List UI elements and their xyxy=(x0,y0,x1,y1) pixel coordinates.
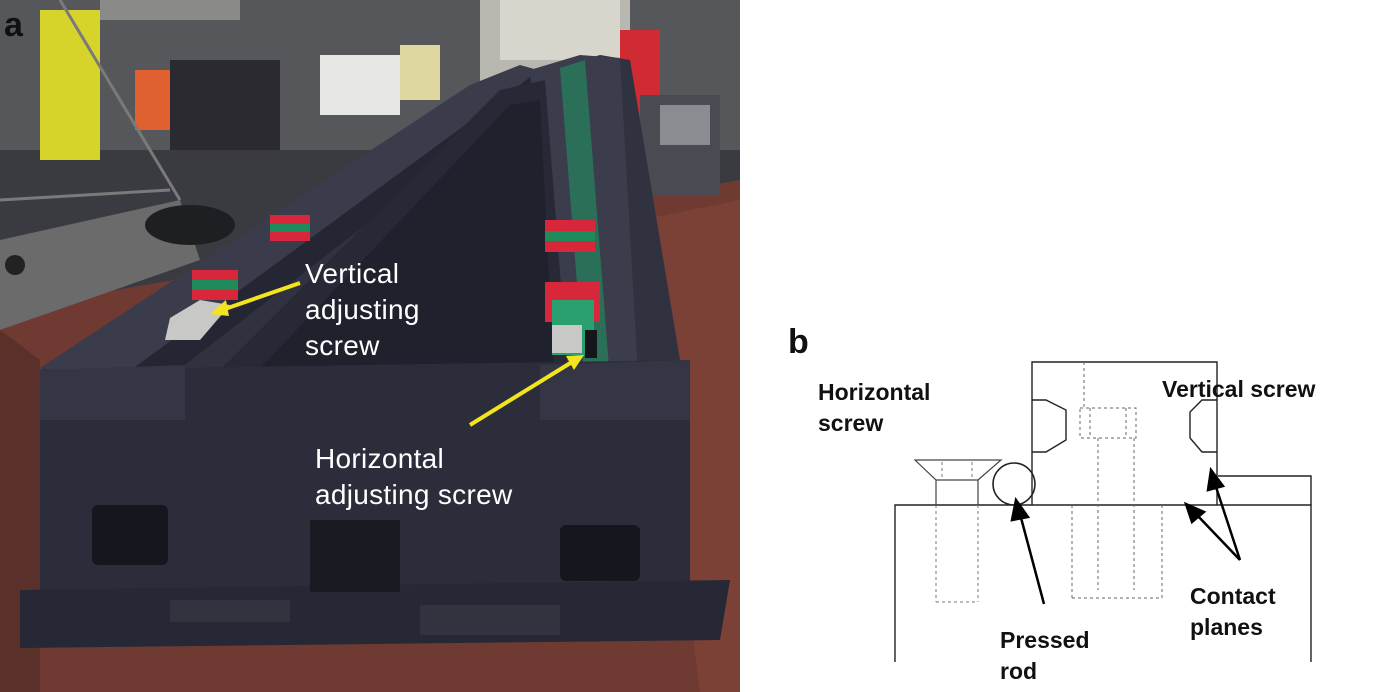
machine-bed-illustration xyxy=(0,0,740,692)
vertical-adjusting-screw-label: Vertical adjusting screw xyxy=(305,258,420,361)
base-outline xyxy=(894,504,1312,662)
horizontal-screw-hidden-lines xyxy=(935,462,979,603)
pressed-rod-circle xyxy=(992,462,1036,506)
contact-planes-label: Contact planes xyxy=(1190,583,1276,640)
horizontal-adjusting-screw-label: Horizontal adjusting screw xyxy=(315,443,513,510)
horizontal-screw xyxy=(913,459,1003,505)
panel-a-letter: a xyxy=(4,6,23,44)
panel-b-letter: b xyxy=(788,323,809,361)
pressed-rod-arrow xyxy=(1018,513,1046,605)
pressed-rod-label: Pressed rod xyxy=(1000,627,1090,684)
vertical-screw-label: Vertical screw xyxy=(1162,376,1316,402)
vertical-screw-hidden-lines xyxy=(1071,362,1163,599)
horizontal-screw-label: Horizontal screw xyxy=(818,379,931,436)
contact-plane-arrow-1 xyxy=(1195,513,1241,561)
upper-block-outline xyxy=(1031,361,1218,505)
horizontal-screw-pointer-arrow xyxy=(468,360,574,427)
contact-plane-arrow-2 xyxy=(1213,483,1242,561)
screw-arrangement-drawing: b Horizontal screw Vertical screw Presse… xyxy=(740,0,1384,692)
vertical-screw-pointer-arrow xyxy=(221,281,301,312)
cross-section-diagram xyxy=(894,361,1312,662)
machine-bed-photo: a Vertical adjusting screw Horizontal ad… xyxy=(0,0,740,692)
right-step-outline xyxy=(1218,475,1312,505)
